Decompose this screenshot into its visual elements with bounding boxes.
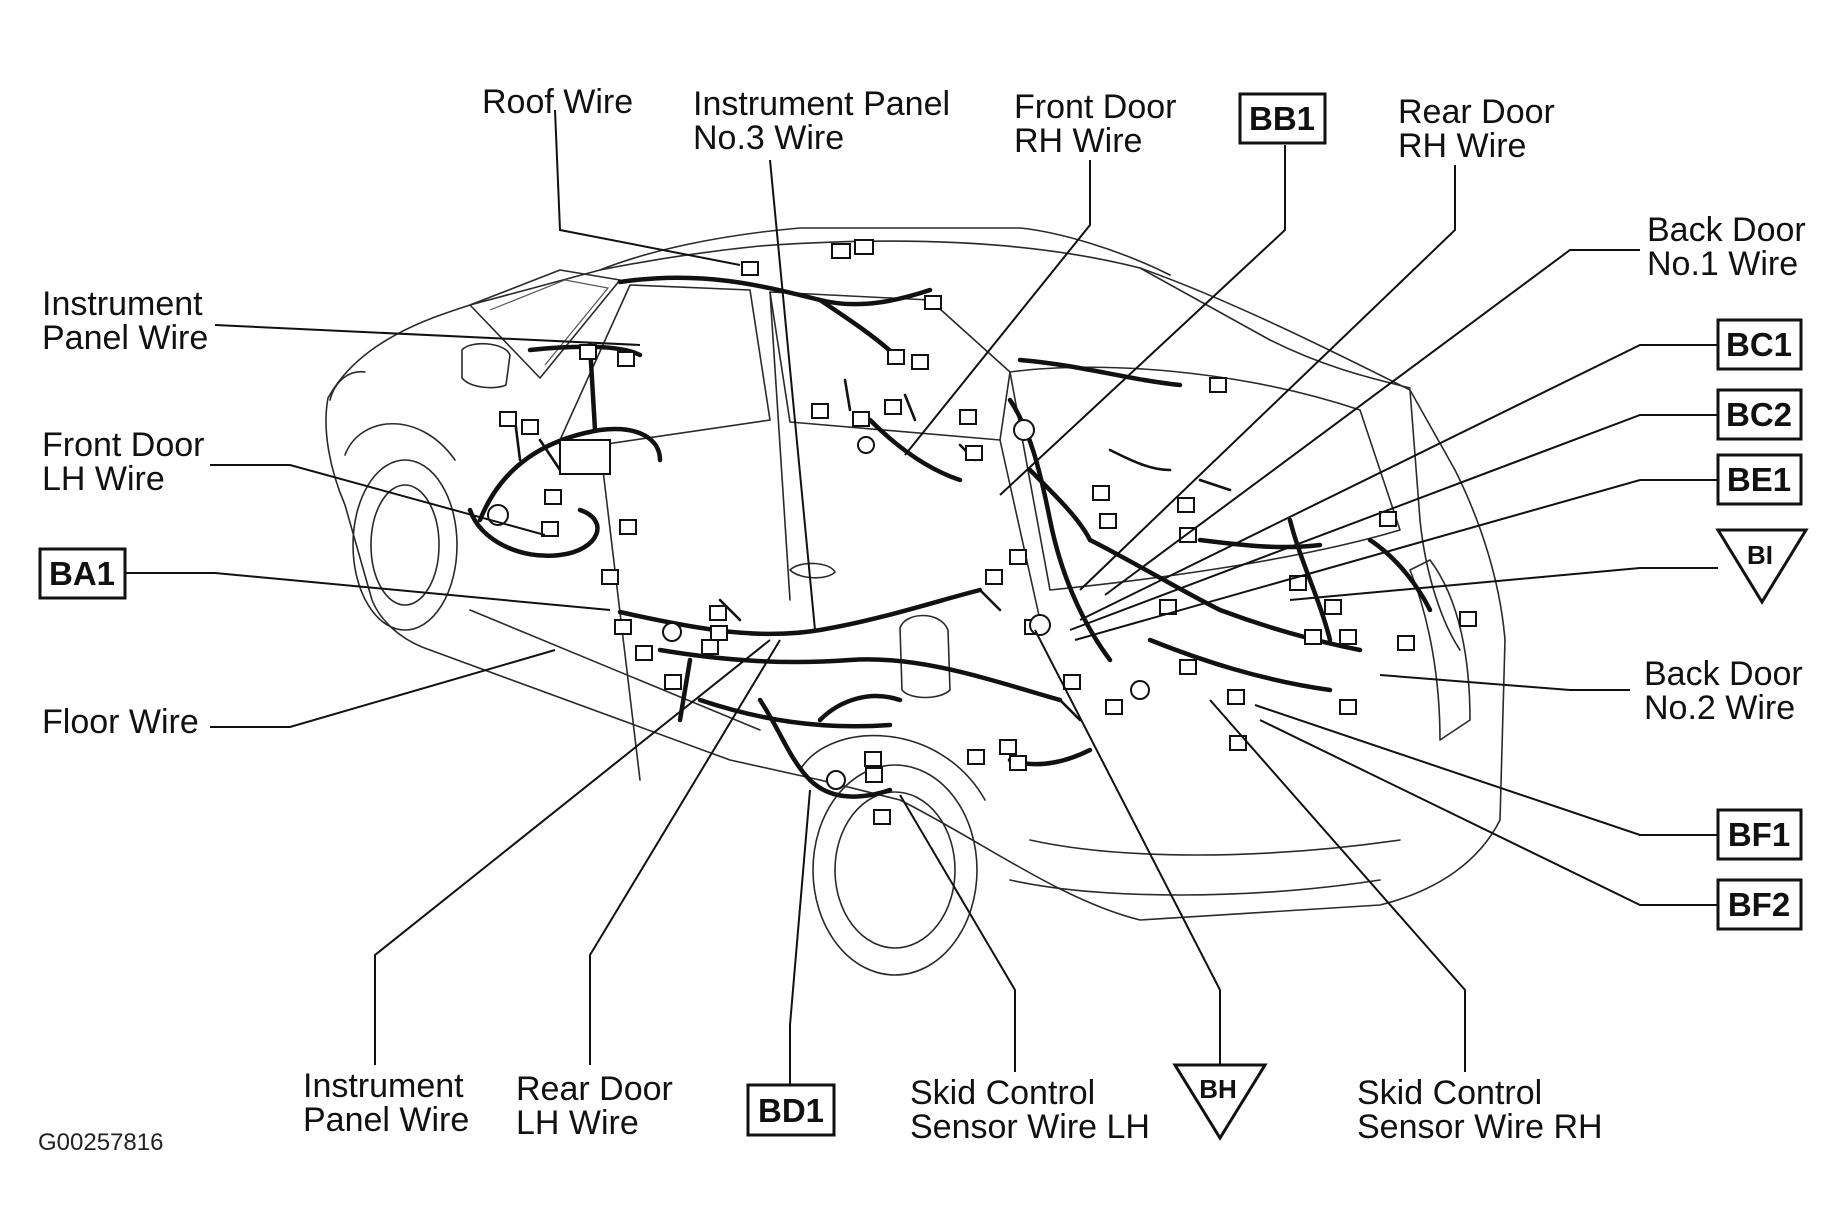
leader-lines — [125, 109, 1718, 1085]
label-floor-wire: Floor Wire — [42, 703, 199, 741]
label-floor-wire-line1: Floor Wire — [42, 703, 199, 741]
ground-point-bh-text: BH — [1199, 1074, 1237, 1104]
label-roof-wire: Roof Wire — [482, 83, 633, 121]
connector-code-bf2: BF2 — [1716, 878, 1803, 931]
label-instrument-panel-wire-lower-line1: Instrument — [303, 1067, 464, 1105]
label-skid-control-sensor-wire-lh-line1: Skid Control — [910, 1074, 1095, 1112]
ground-point-bh: BH — [1172, 1063, 1268, 1141]
label-back-door-no2-wire: Back Door No.2 Wire — [1644, 655, 1812, 727]
label-rear-door-lh-wire-line1: Rear Door — [516, 1070, 673, 1108]
connector-code-bb1: BB1 — [1238, 92, 1327, 145]
connector-code-ba1-text: BA1 — [49, 555, 115, 592]
connector-code-bf2-text: BF2 — [1728, 886, 1790, 923]
label-instrument-panel-wire-upper: Instrument Panel Wire — [42, 285, 212, 357]
label-skid-control-sensor-wire-lh-line2: Sensor Wire LH — [910, 1108, 1150, 1146]
label-skid-control-sensor-wire-rh: Skid Control Sensor Wire RH — [1357, 1074, 1603, 1146]
label-rear-door-lh-wire-line2: LH Wire — [516, 1104, 639, 1142]
connector-code-bd1-text: BD1 — [758, 1092, 824, 1129]
label-front-door-rh-wire: Front Door RH Wire — [1014, 88, 1186, 160]
connector-code-bc1-text: BC1 — [1726, 326, 1792, 363]
connector-blocks — [487, 239, 1477, 825]
text-labels: Roof Wire Instrument Panel No.3 Wire Fro… — [38, 83, 1815, 1156]
label-front-door-rh-wire-line2: RH Wire — [1014, 122, 1142, 160]
label-rear-door-rh-wire-line2: RH Wire — [1398, 127, 1526, 165]
connector-code-boxes: BB1 BC1 BC2 BE1 BA1 BF1 BF2 BD1 — [38, 92, 1803, 1137]
label-instrument-panel-wire-lower: Instrument Panel Wire — [303, 1067, 473, 1139]
ground-point-triangles: BI BH — [1172, 528, 1809, 1141]
label-front-door-lh-wire-line1: Front Door — [42, 426, 205, 464]
label-skid-control-sensor-wire-rh-line1: Skid Control — [1357, 1074, 1542, 1112]
connector-code-be1: BE1 — [1716, 453, 1803, 506]
label-instrument-panel-wire-upper-line2: Panel Wire — [42, 319, 208, 357]
ground-point-bi: BI — [1715, 528, 1809, 605]
label-back-door-no1-wire-line2: No.1 Wire — [1647, 245, 1798, 283]
harness-routing — [467, 275, 1433, 799]
label-back-door-no2-wire-line1: Back Door — [1644, 655, 1803, 693]
label-front-door-lh-wire-line2: LH Wire — [42, 460, 165, 498]
ground-point-bi-text: BI — [1747, 540, 1773, 570]
label-instrument-panel-wire-lower-line2: Panel Wire — [303, 1101, 469, 1139]
connector-code-bd1: BD1 — [746, 1083, 836, 1137]
label-instrument-panel-no3-wire-line2: No.3 Wire — [693, 119, 844, 157]
label-front-door-rh-wire-line1: Front Door — [1014, 88, 1177, 126]
label-roof-wire-line1: Roof Wire — [482, 83, 633, 121]
connector-code-bb1-text: BB1 — [1249, 100, 1315, 137]
connector-code-bf1-text: BF1 — [1728, 816, 1790, 853]
label-instrument-panel-wire-upper-line1: Instrument — [42, 285, 203, 323]
connector-code-ba1: BA1 — [38, 547, 127, 600]
label-skid-control-sensor-wire-lh: Skid Control Sensor Wire LH — [910, 1074, 1150, 1146]
connector-code-bc2: BC2 — [1716, 388, 1803, 441]
connector-code-bc2-text: BC2 — [1726, 396, 1792, 433]
label-skid-control-sensor-wire-rh-line2: Sensor Wire RH — [1357, 1108, 1603, 1146]
figure-id: G00257816 — [38, 1129, 163, 1156]
label-back-door-no1-wire: Back Door No.1 Wire — [1647, 211, 1815, 283]
label-back-door-no2-wire-line2: No.2 Wire — [1644, 689, 1795, 727]
label-front-door-lh-wire: Front Door LH Wire — [42, 426, 214, 498]
connector-code-bc1: BC1 — [1716, 318, 1803, 371]
label-rear-door-rh-wire-line1: Rear Door — [1398, 93, 1555, 131]
connector-code-be1-text: BE1 — [1727, 461, 1791, 498]
vehicle-body-outline — [325, 227, 1506, 976]
label-rear-door-lh-wire: Rear Door LH Wire — [516, 1070, 682, 1142]
label-instrument-panel-no3-wire-line1: Instrument Panel — [693, 85, 950, 123]
label-back-door-no1-wire-line1: Back Door — [1647, 211, 1806, 249]
connector-code-bf1: BF1 — [1716, 808, 1803, 861]
label-rear-door-rh-wire: Rear Door RH Wire — [1398, 93, 1564, 165]
label-instrument-panel-no3-wire: Instrument Panel No.3 Wire — [693, 85, 959, 157]
